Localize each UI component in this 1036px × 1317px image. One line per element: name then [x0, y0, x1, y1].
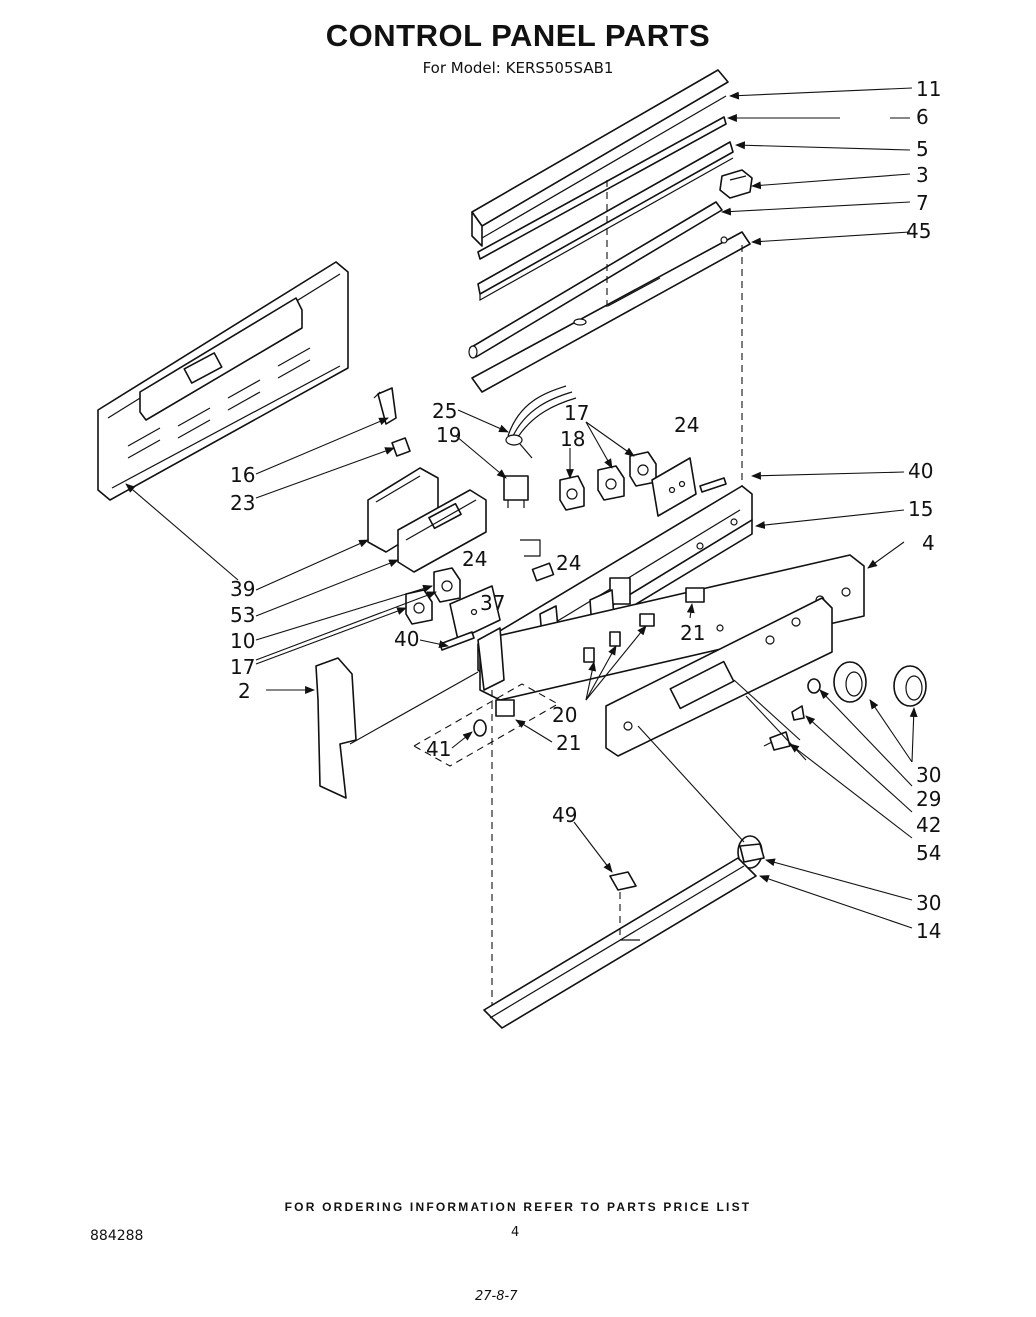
document-number: 884288	[90, 1228, 144, 1244]
part-3-clip	[719, 169, 753, 199]
part-24-bracket-upper	[651, 457, 697, 517]
callout-14: 14	[916, 919, 941, 943]
callout-5: 5	[916, 137, 929, 161]
callout-30-upper: 30	[916, 763, 941, 787]
callout-17-lower: 17	[230, 655, 255, 679]
callout-4: 4	[922, 531, 935, 555]
callout-30-lower: 30	[916, 891, 941, 915]
callout-2: 2	[238, 679, 251, 703]
part-21-switch-upper	[685, 587, 705, 603]
callout-25: 25	[432, 399, 457, 423]
callout-labels: 11 6 5 3 7 45 25 19 17 18 24 40 15 4 16 …	[230, 77, 941, 943]
callout-21-lower: 21	[556, 731, 581, 755]
part-11-trim-channel	[471, 69, 729, 247]
model-subtitle: For Model: KERS505SAB1	[422, 59, 614, 77]
callout-24-upper: 24	[674, 413, 699, 437]
part-14-lower-trim	[483, 857, 757, 1029]
part-17-infinite-switch-a	[597, 465, 625, 501]
callout-7: 7	[916, 191, 929, 215]
part-20-switch	[583, 613, 655, 663]
leader-lines	[125, 87, 918, 929]
callout-18: 18	[560, 427, 585, 451]
callout-29: 29	[916, 787, 941, 811]
callout-16: 16	[230, 463, 255, 487]
callout-23: 23	[230, 491, 255, 515]
page-number: 4	[511, 1225, 520, 1240]
callout-53: 53	[230, 603, 255, 627]
part-29-knob-insert	[807, 678, 821, 694]
part-19-switch	[503, 475, 529, 508]
callout-11: 11	[916, 77, 941, 101]
part-30-knob-c	[737, 835, 765, 869]
part-25-wire-harness	[505, 385, 577, 459]
part-16-bracket	[373, 387, 397, 425]
part-6-strip	[477, 116, 727, 260]
part-42-indicator	[791, 705, 805, 721]
page-title: CONTROL PANEL PARTS	[325, 18, 711, 53]
part-54-screw	[763, 731, 791, 751]
callout-10: 10	[230, 629, 255, 653]
part-45-support	[471, 231, 751, 393]
callout-6: 6	[916, 105, 929, 129]
part-40-shaft-upper	[699, 477, 727, 493]
ordering-info-note: FOR ORDERING INFORMATION REFER TO PARTS …	[284, 1200, 752, 1214]
part-37-bracket	[477, 627, 505, 691]
part-escutcheon-panel	[605, 597, 833, 757]
callout-49: 49	[552, 803, 577, 827]
callout-41: 41	[426, 737, 451, 761]
callout-17-upper: 17	[564, 401, 589, 425]
part-23-connector	[391, 437, 411, 457]
callout-20: 20	[552, 703, 577, 727]
callout-40-lower: 40	[394, 627, 419, 651]
callout-24-lower: 24	[462, 547, 487, 571]
callout-37: 37	[480, 591, 505, 615]
part-39-backguard	[97, 261, 349, 501]
callout-19: 19	[436, 423, 461, 447]
callout-54: 54	[916, 841, 941, 865]
part-5-strip	[477, 141, 734, 302]
callout-39: 39	[230, 577, 255, 601]
part-41-21-tray	[412, 683, 560, 767]
part-17-infinite-switch-c	[433, 567, 461, 603]
callout-40-upper: 40	[908, 459, 933, 483]
part-2-end-cap	[315, 657, 357, 799]
date-code: 27-8-7	[475, 1289, 518, 1304]
callout-45: 45	[906, 219, 931, 243]
part-30-knob-b	[893, 665, 927, 707]
callout-24-middle: 24	[556, 551, 581, 575]
callout-21-upper: 21	[680, 621, 705, 645]
part-24-bracket-lower	[449, 585, 501, 641]
callout-42: 42	[916, 813, 941, 837]
callout-15: 15	[908, 497, 933, 521]
part-18-switch	[559, 475, 585, 511]
part-30-knob-a	[833, 661, 867, 703]
part-49-clip	[609, 871, 637, 891]
callout-3: 3	[916, 163, 929, 187]
